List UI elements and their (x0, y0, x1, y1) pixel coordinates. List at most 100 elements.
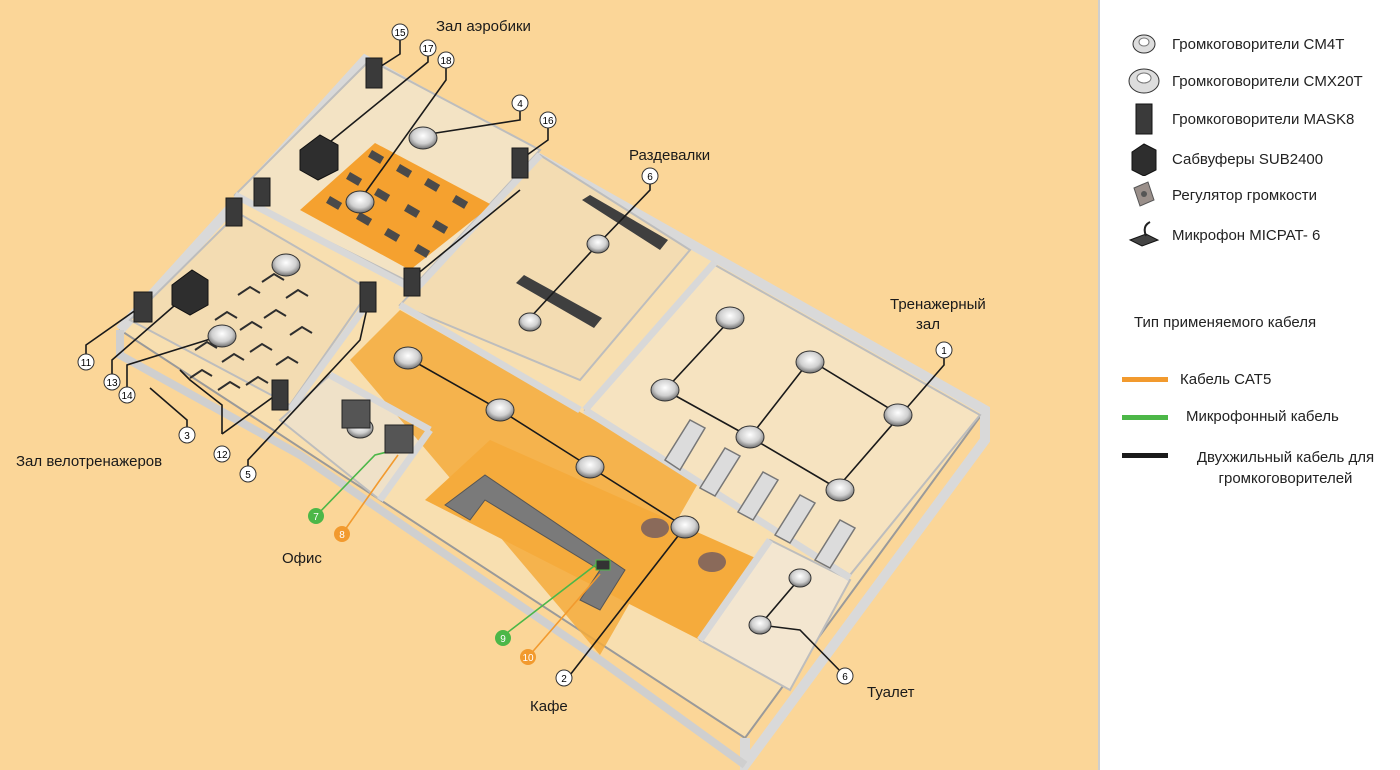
ceiling-speaker-large-icon (715, 306, 745, 330)
marker-4: 4 (511, 94, 529, 112)
ceiling-speaker-large-icon (650, 378, 680, 402)
marker-17: 17 (419, 39, 437, 57)
treadmills (663, 419, 857, 569)
legend-item-cmx20t: Громкоговорители CMX20T (1100, 66, 1400, 96)
aerobics-benches (326, 149, 469, 258)
marker-11: 11 (77, 353, 95, 371)
marker-18: 18 (437, 51, 455, 69)
legend-label: Регулятор громкости (1172, 186, 1318, 204)
ceiling-speaker-large-icon (408, 126, 438, 150)
legend-label: Микрофон MICPAT- 6 (1172, 226, 1321, 244)
subwoofer-icon (171, 269, 209, 316)
ceiling-speaker-small-icon (748, 615, 772, 635)
legend-item-cm4t: Громкоговорители CM4T (1100, 29, 1400, 59)
subwoofer-icon (1131, 143, 1157, 176)
svg-text:6: 6 (842, 672, 848, 683)
box-speaker-icon (253, 177, 271, 207)
subwoofer-icon (299, 134, 339, 181)
svg-text:15: 15 (394, 28, 406, 39)
legend-panel: Громкоговорители CM4T Громкоговорители C… (1098, 0, 1400, 770)
svg-text:12: 12 (216, 450, 228, 461)
marker-2: 2 (555, 669, 573, 687)
ceiling-speakers (207, 126, 913, 635)
ceiling-speaker-large-icon (271, 253, 301, 277)
room-label-office: Офис (282, 550, 322, 567)
marker-9: 9 (495, 630, 511, 646)
cable-mic-label: Микрофонный кабель (1186, 408, 1339, 425)
cable-cat5-line (1122, 377, 1168, 382)
legend-item-mic: Микрофон MICPAT- 6 (1100, 220, 1400, 250)
svg-text:18: 18 (440, 56, 452, 67)
ceiling-speaker-large-icon (735, 425, 765, 449)
svg-text:14: 14 (121, 391, 133, 402)
room-label-cafe: Кафе (530, 698, 568, 715)
ceiling-speaker-large-icon (207, 324, 237, 348)
room-label-gym: Тренажерный зал (890, 296, 986, 333)
box-speaker-icon (271, 379, 289, 411)
legend-label: Сабвуферы SUB2400 (1172, 150, 1324, 168)
room-label-locker: Раздевалки (629, 147, 710, 164)
outer-wall-front (116, 330, 748, 769)
svg-text:6: 6 (647, 172, 653, 183)
room-label-aerobics: Зал аэробики (436, 18, 531, 35)
svg-text:13: 13 (106, 378, 118, 389)
volume-control-icon (384, 424, 414, 454)
ceiling-speaker-large-icon (393, 346, 423, 370)
cat5-cables (341, 454, 601, 658)
room-label-toilet: Туалет (867, 684, 915, 701)
marker-3: 3 (178, 426, 196, 444)
marker-13: 13 (103, 373, 121, 391)
cafe-table (641, 518, 669, 538)
box-speaker-icon (225, 197, 243, 227)
legend-label: Громкоговорители MASK8 (1172, 110, 1355, 128)
legend-item-sub2400: Сабвуферы SUB2400 (1100, 143, 1400, 176)
svg-text:17: 17 (422, 44, 434, 55)
marker-7: 7 (308, 508, 324, 524)
number-markers: 15 17 18 4 16 6 1 11 13 14 3 12 5 7 8 9 … (77, 23, 953, 687)
aerobics-floor-mat (300, 143, 492, 270)
ceiling-speaker-large-icon (1128, 68, 1160, 94)
cable-speaker-line (1122, 453, 1168, 458)
box-speaker-icon (403, 267, 421, 297)
svg-text:2: 2 (561, 674, 567, 685)
lockers (516, 195, 668, 328)
ceiling-speaker-large-icon (795, 350, 825, 374)
svg-text:11: 11 (81, 358, 92, 369)
marker-8: 8 (334, 526, 350, 542)
marker-12: 12 (213, 445, 231, 463)
svg-text:16: 16 (542, 116, 554, 127)
box-speaker-icon (511, 147, 529, 179)
marker-16: 16 (539, 111, 557, 129)
svg-text:7: 7 (313, 512, 319, 523)
ceiling-speaker-large-icon (670, 515, 700, 539)
marker-6a: 6 (641, 167, 659, 185)
marker-5: 5 (239, 465, 257, 483)
subwoofers (171, 134, 339, 316)
cable-mic-line (1122, 415, 1168, 420)
box-speaker-icon (133, 291, 153, 323)
ceiling-speaker-large-icon (575, 455, 605, 479)
ceiling-speaker-large-icon (345, 190, 375, 214)
microphone-icon (1128, 221, 1160, 247)
legend-label: Громкоговорители CMX20T (1172, 72, 1363, 90)
marker-15: 15 (391, 23, 409, 41)
marker-14: 14 (118, 386, 136, 404)
box-speaker-icon (1135, 103, 1153, 135)
floor-plan: 15 17 18 4 16 6 1 11 13 14 3 12 5 7 8 9 … (16, 18, 990, 770)
ceiling-speaker-small-icon (586, 234, 610, 254)
svg-text:8: 8 (339, 530, 345, 541)
microphone-icon (595, 559, 611, 571)
volume-control-icon (341, 399, 371, 429)
exercise-bikes (189, 272, 313, 391)
svg-text:5: 5 (245, 470, 251, 481)
ceiling-speaker-large-icon (883, 403, 913, 427)
svg-text:1: 1 (941, 346, 947, 357)
svg-text:10: 10 (522, 653, 534, 664)
ceiling-speaker-small-icon (1132, 34, 1156, 54)
marker-6b: 6 (836, 667, 854, 685)
marker-1: 1 (935, 341, 953, 359)
svg-text:4: 4 (517, 99, 523, 110)
cable-speaker-label: Двухжильный кабель для громкоговорителей (1196, 449, 1375, 487)
volume-control-icon (1133, 181, 1155, 207)
ceiling-speaker-large-icon (485, 398, 515, 422)
